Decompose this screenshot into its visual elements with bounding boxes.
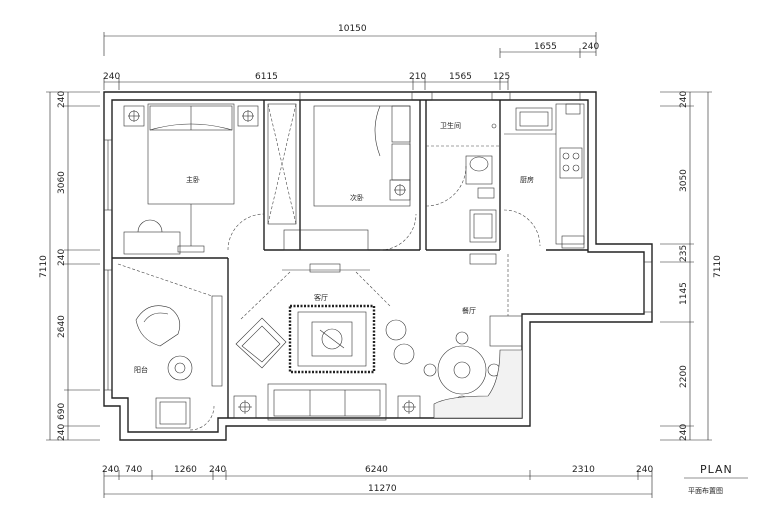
lounge-chair	[135, 305, 181, 347]
lamp-icon	[389, 179, 411, 201]
room-living-room: 客厅	[314, 293, 328, 302]
dim-right-col-0: 240	[679, 91, 689, 108]
dining-room	[423, 254, 523, 419]
left-dimension-lines	[46, 91, 100, 441]
stove-icon	[559, 147, 583, 179]
dim-right-col-1: 3050	[679, 169, 689, 192]
bathroom	[425, 123, 500, 265]
dim-left-col-2: 240	[57, 249, 67, 266]
dim-top-right-a: 1655	[534, 42, 557, 52]
room-second-bedroom: 次卧	[350, 193, 364, 202]
dim-right-col-5: 240	[679, 424, 689, 441]
dim-top-row-3: 1565	[449, 72, 472, 82]
rug	[288, 304, 376, 374]
dim-bottom-total: 11270	[368, 484, 397, 494]
plan-title: PLAN	[700, 463, 733, 476]
top-dimension-lines	[103, 32, 597, 90]
lamp-icon	[123, 105, 145, 127]
living-room	[233, 263, 421, 421]
dim-left-col-1: 3060	[57, 171, 67, 194]
dim-top-row-1: 6115	[255, 72, 278, 82]
dim-bottom-row-1: 740	[125, 465, 142, 475]
lamp-icon	[397, 395, 421, 419]
dim-top-row-2: 210	[409, 72, 426, 82]
plan-subtitle: 平面布置图	[688, 486, 723, 495]
dim-top-row-4: 125	[493, 72, 510, 82]
dim-top-total: 10150	[338, 24, 367, 34]
room-balcony: 阳台	[134, 365, 148, 374]
dim-right-col-3: 1145	[679, 282, 689, 305]
bottom-dimension-lines	[103, 470, 653, 498]
lamp-icon	[233, 395, 257, 419]
dim-top-right-b: 240	[582, 42, 599, 52]
right-dimension-lines	[660, 91, 712, 441]
dim-left-col-5: 240	[57, 424, 67, 441]
dim-bottom-row-4: 6240	[365, 465, 388, 475]
balcony	[117, 263, 223, 431]
lamp-icon	[237, 105, 259, 127]
dim-left-col-4: 690	[57, 403, 67, 420]
dim-left-total: 7110	[39, 255, 49, 278]
dim-right-col-2: 235	[679, 245, 689, 262]
dim-left-col-3: 2640	[57, 315, 67, 338]
sofa	[267, 383, 387, 421]
kitchen	[503, 103, 585, 249]
master-bedroom	[123, 103, 297, 255]
windows	[103, 91, 653, 391]
armchair	[235, 317, 287, 369]
room-bathroom: 卫生间	[440, 121, 461, 130]
dim-bottom-row-5: 2310	[572, 465, 595, 475]
dim-top-row-0: 240	[103, 72, 120, 82]
dim-bottom-row-3: 240	[209, 465, 226, 475]
outer-walls	[103, 91, 653, 441]
dim-bottom-row-2: 1260	[174, 465, 197, 475]
room-dining-room: 餐厅	[462, 306, 476, 315]
room-kitchen: 厨房	[520, 175, 534, 184]
second-bedroom	[283, 105, 417, 251]
dim-left-col-0: 240	[57, 91, 67, 108]
dim-bottom-row-0: 240	[102, 465, 119, 475]
room-master-bedroom: 主卧	[186, 175, 200, 184]
dim-right-total: 7110	[713, 255, 723, 278]
dim-bottom-row-6: 240	[636, 465, 653, 475]
dim-right-col-4: 2200	[679, 365, 689, 388]
